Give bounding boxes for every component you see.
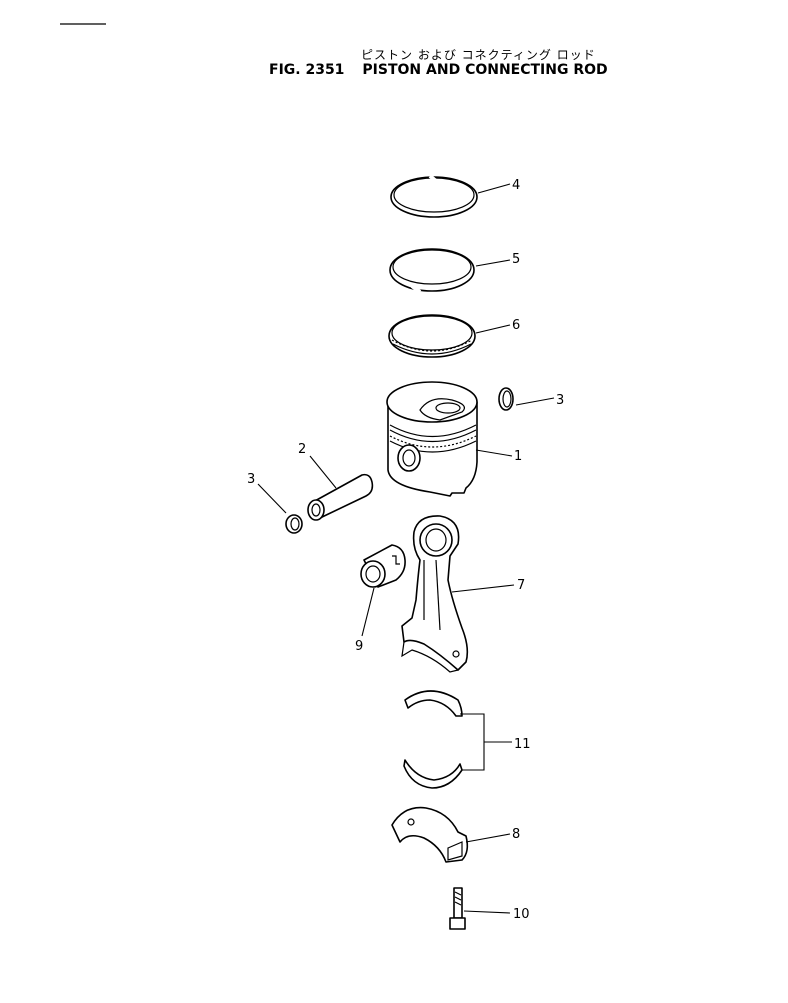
snap-ring-left [285,514,303,534]
rod-cap [391,806,469,863]
callout-11: 11 [514,737,531,752]
callout-7: 7 [517,578,525,593]
callout-4: 4 [512,178,520,193]
callout-6: 6 [512,318,520,333]
piston-pin [307,473,374,521]
rod-bolt [449,887,466,930]
callout-10: 10 [513,907,530,922]
figure-number: FIG. 2351 [269,62,345,78]
title-japanese: ピストン および コネクティング ロッド [361,48,596,62]
piston [386,381,478,497]
callout-3-right: 3 [556,393,564,408]
snap-ring-right [498,387,514,411]
bearing-shells [403,690,463,789]
callout-3-left: 3 [247,472,255,487]
bushing [360,544,406,588]
callout-1: 1 [514,449,522,464]
figure-title: PISTON AND CONNECTING ROD [362,62,608,78]
callout-labels: 4 5 6 3 1 2 3 7 9 11 8 10 [247,178,564,922]
oil-ring [388,314,476,358]
connecting-rod [401,515,469,673]
callout-8: 8 [512,827,520,842]
top-ring [390,174,478,218]
second-ring [389,248,475,294]
callout-2: 2 [298,442,306,457]
callout-5: 5 [512,252,520,267]
title-english: FIG. 2351 PISTON AND CONNECTING ROD [269,62,608,78]
callout-9: 9 [355,639,363,654]
leader-lines [257,183,555,914]
